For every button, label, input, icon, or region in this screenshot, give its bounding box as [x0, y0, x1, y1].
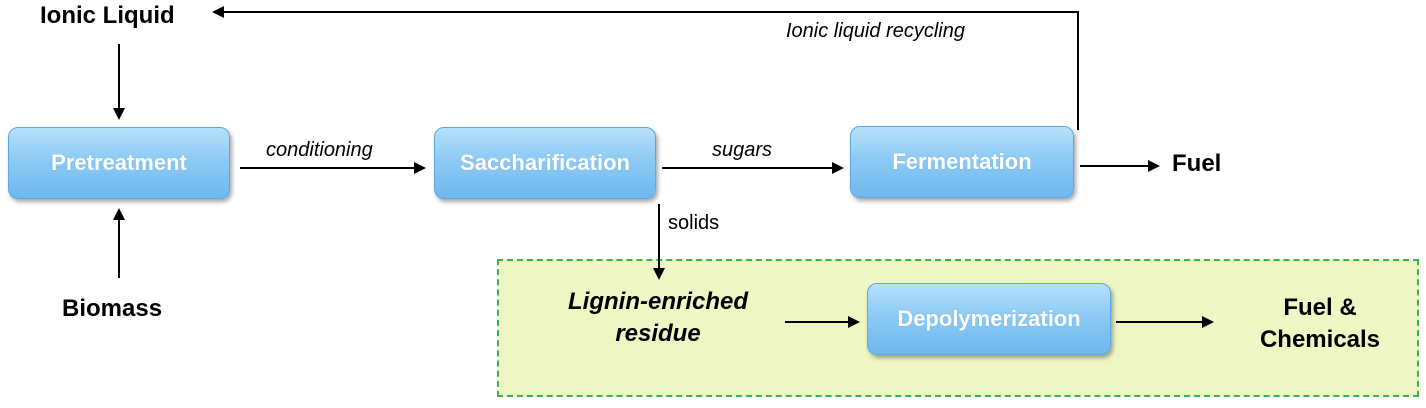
fermentation-node: Fermentation: [850, 126, 1074, 198]
residue-line-1: Lignin-enriched: [568, 288, 748, 315]
biomass-label: Biomass: [62, 295, 163, 322]
fuel-label: Fuel: [1172, 150, 1222, 177]
pretreatment-node: Pretreatment: [8, 127, 230, 199]
fuel-chemicals-label: Fuel & Chemicals: [1236, 292, 1404, 356]
fuel-chemicals-line-1: Fuel &: [1283, 294, 1357, 321]
fuel-chemicals-line-2: Chemicals: [1259, 326, 1381, 353]
pretreatment-label: Pretreatment: [51, 150, 187, 175]
recycling-label: Ionic liquid recycling: [786, 20, 965, 42]
conditioning-label: conditioning: [266, 139, 373, 161]
residue-line-2: residue: [615, 320, 701, 347]
ionic-liquid-label: Ionic Liquid: [40, 2, 175, 29]
fermentation-label: Fermentation: [892, 149, 1032, 174]
sugars-label: sugars: [712, 139, 773, 161]
saccharification-label: Saccharification: [460, 150, 630, 175]
saccharification-node: Saccharification: [434, 127, 656, 199]
arrow-recycling: [212, 6, 1079, 130]
residue-label: Lignin-enriched residue: [528, 286, 788, 350]
depolymerization-node: Depolymerization: [867, 283, 1111, 355]
solids-label: solids: [668, 212, 720, 234]
depolymerization-label: Depolymerization: [897, 306, 1081, 331]
